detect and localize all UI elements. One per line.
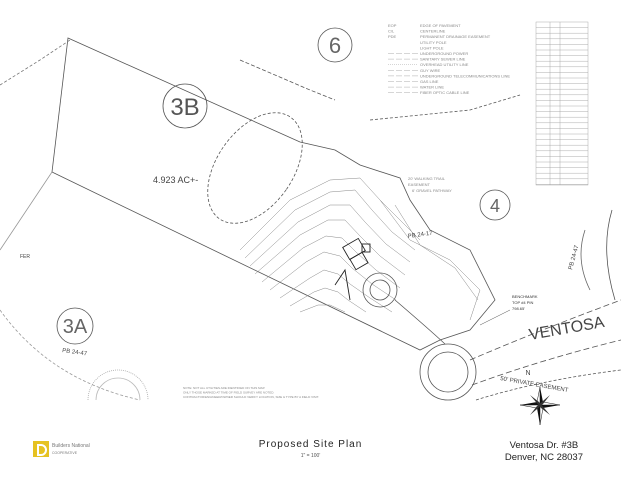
lot-label: 3B bbox=[170, 94, 199, 121]
benchmark-label: 798.65' bbox=[512, 306, 525, 311]
utility-note: NOTE: NOT ALL UTILITIES ARE IDENTIFIED O… bbox=[183, 386, 265, 390]
utility-note: CONTRACTOR/ENGINEER/OWNER SHOULD VERIFY … bbox=[183, 395, 319, 399]
lot-circle-3a bbox=[56, 307, 94, 345]
legend-label: UNDERGROUND TELECOMMUNICATIONS LINE bbox=[420, 73, 510, 78]
legend-label: GAS LINE bbox=[420, 79, 439, 84]
fer-label: FER bbox=[20, 254, 30, 260]
plan-scale: 1" = 100' bbox=[300, 453, 321, 459]
trail-label: 20' WALKING TRAIL bbox=[408, 176, 446, 181]
legend-label: UNDERGROUND POWER bbox=[420, 51, 468, 56]
line-table bbox=[535, 21, 589, 186]
legend-label: OVERHEAD UTILITY LINE bbox=[420, 62, 469, 67]
legend-label: WATER LINE bbox=[420, 85, 444, 90]
trail-label: EASEMENT bbox=[408, 182, 431, 187]
legend-label: FIBER OPTIC CABLE LINE bbox=[420, 90, 470, 95]
acreage-label: 4.923 AC+- bbox=[153, 175, 198, 185]
legend-label: UTILITY POLE bbox=[420, 40, 447, 45]
address-line: Ventosa Dr. #3B bbox=[509, 440, 579, 451]
legend-label: LIGHT POLE bbox=[420, 45, 444, 50]
utility-note: ONLY THOSE MARKED AT TIME OF FIELD SURVE… bbox=[183, 391, 274, 395]
lot-label: 3A bbox=[63, 316, 88, 338]
proposed-house bbox=[334, 237, 371, 301]
benchmark-label: BENCHMARK bbox=[512, 294, 538, 299]
surveyor-seal bbox=[87, 369, 149, 401]
property-boundary bbox=[51, 37, 496, 351]
road-name: VENTOSA bbox=[528, 314, 606, 344]
lot-label: 4 bbox=[490, 196, 500, 216]
address-line: Denver, NC 28037 bbox=[504, 452, 583, 463]
cul-de-sac bbox=[419, 343, 477, 401]
legend-symbol: PDE bbox=[388, 34, 397, 39]
legend-label: GUY WIRE bbox=[420, 68, 440, 73]
lot-label: 6 bbox=[329, 33, 341, 58]
contour-lines bbox=[239, 177, 481, 321]
logo-text: COOPERATIVE bbox=[52, 450, 78, 455]
trail-label: 6' GRAVEL PATHWAY bbox=[412, 188, 452, 193]
plan-title: Proposed Site Plan bbox=[258, 439, 363, 450]
easement-line bbox=[369, 94, 521, 121]
logo-text: Builders National bbox=[52, 442, 90, 449]
logo-mark-icon bbox=[33, 441, 49, 457]
plat-ref: PB 24-17 bbox=[407, 230, 433, 240]
lot-circle-6 bbox=[317, 27, 353, 63]
legend: EOP EDGE OF PAVEMENT C/L CENTERLINE PDE PERMA… bbox=[388, 23, 510, 95]
legend-symbol: EOP bbox=[388, 23, 397, 28]
north-arrow-icon: N bbox=[519, 370, 561, 426]
plat-ref: PB 24-47 bbox=[62, 348, 88, 358]
address-block: Ventosa Dr. #3B Denver, NC 28037 bbox=[505, 440, 583, 464]
septic-area bbox=[207, 112, 303, 224]
lot-circle-4 bbox=[479, 189, 511, 221]
legend-label: SANITARY SEWER LINE bbox=[420, 57, 466, 62]
benchmark-label: TOP #4 PIN bbox=[512, 300, 534, 305]
adjacent-boundary bbox=[239, 59, 336, 101]
legend-symbol: C/L bbox=[388, 29, 395, 34]
plat-ref: PB 24-47 bbox=[568, 244, 580, 270]
legend-label: EDGE OF PAVEMENT bbox=[420, 23, 461, 28]
svg-text:N: N bbox=[525, 370, 530, 377]
easement-label: 50' PRIVATE EASEMENT bbox=[500, 376, 569, 394]
legend-label: CENTERLINE bbox=[420, 29, 446, 34]
turnaround bbox=[362, 272, 398, 308]
lot-circle-3b bbox=[162, 83, 208, 129]
legend-label: PERMANENT DRAINAGE EASEMENT bbox=[420, 34, 491, 39]
